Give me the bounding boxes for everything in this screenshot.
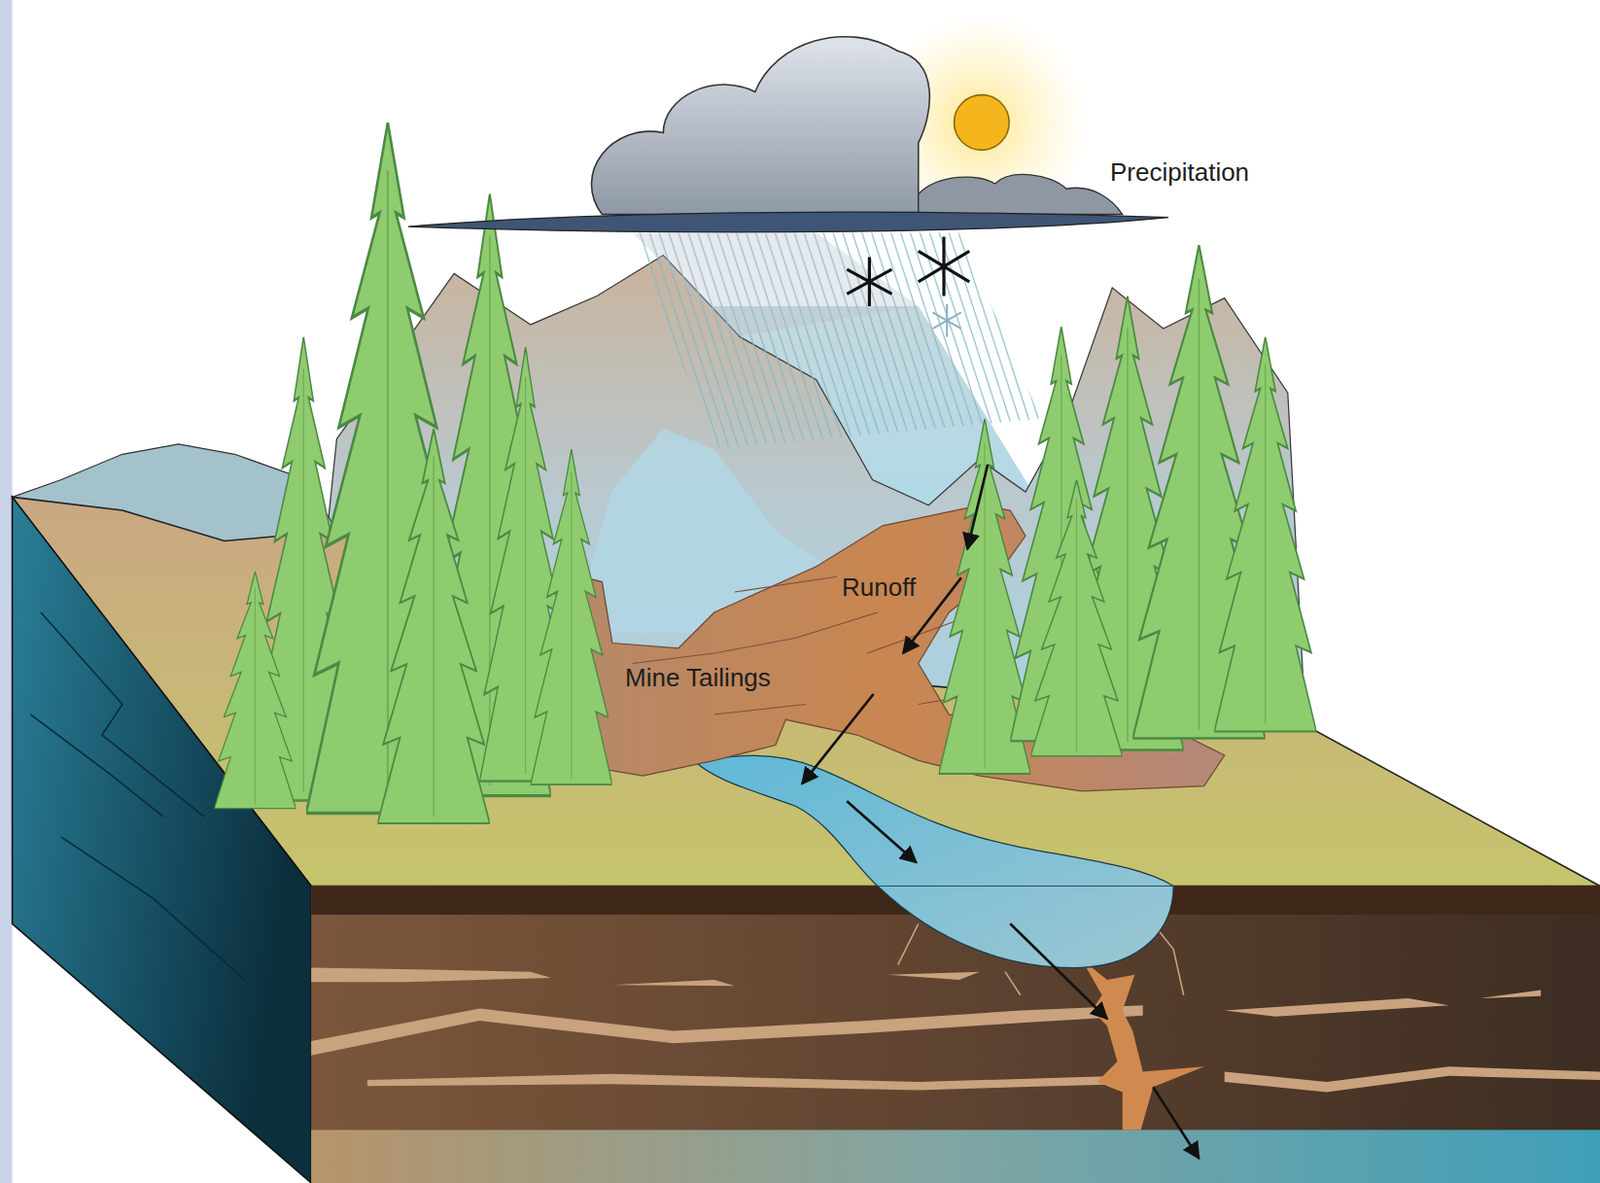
precipitation-label: Precipitation: [1110, 158, 1250, 188]
mine-tailings-label: Mine Tailings: [625, 663, 771, 694]
runoff-label: Runoff: [841, 573, 916, 603]
